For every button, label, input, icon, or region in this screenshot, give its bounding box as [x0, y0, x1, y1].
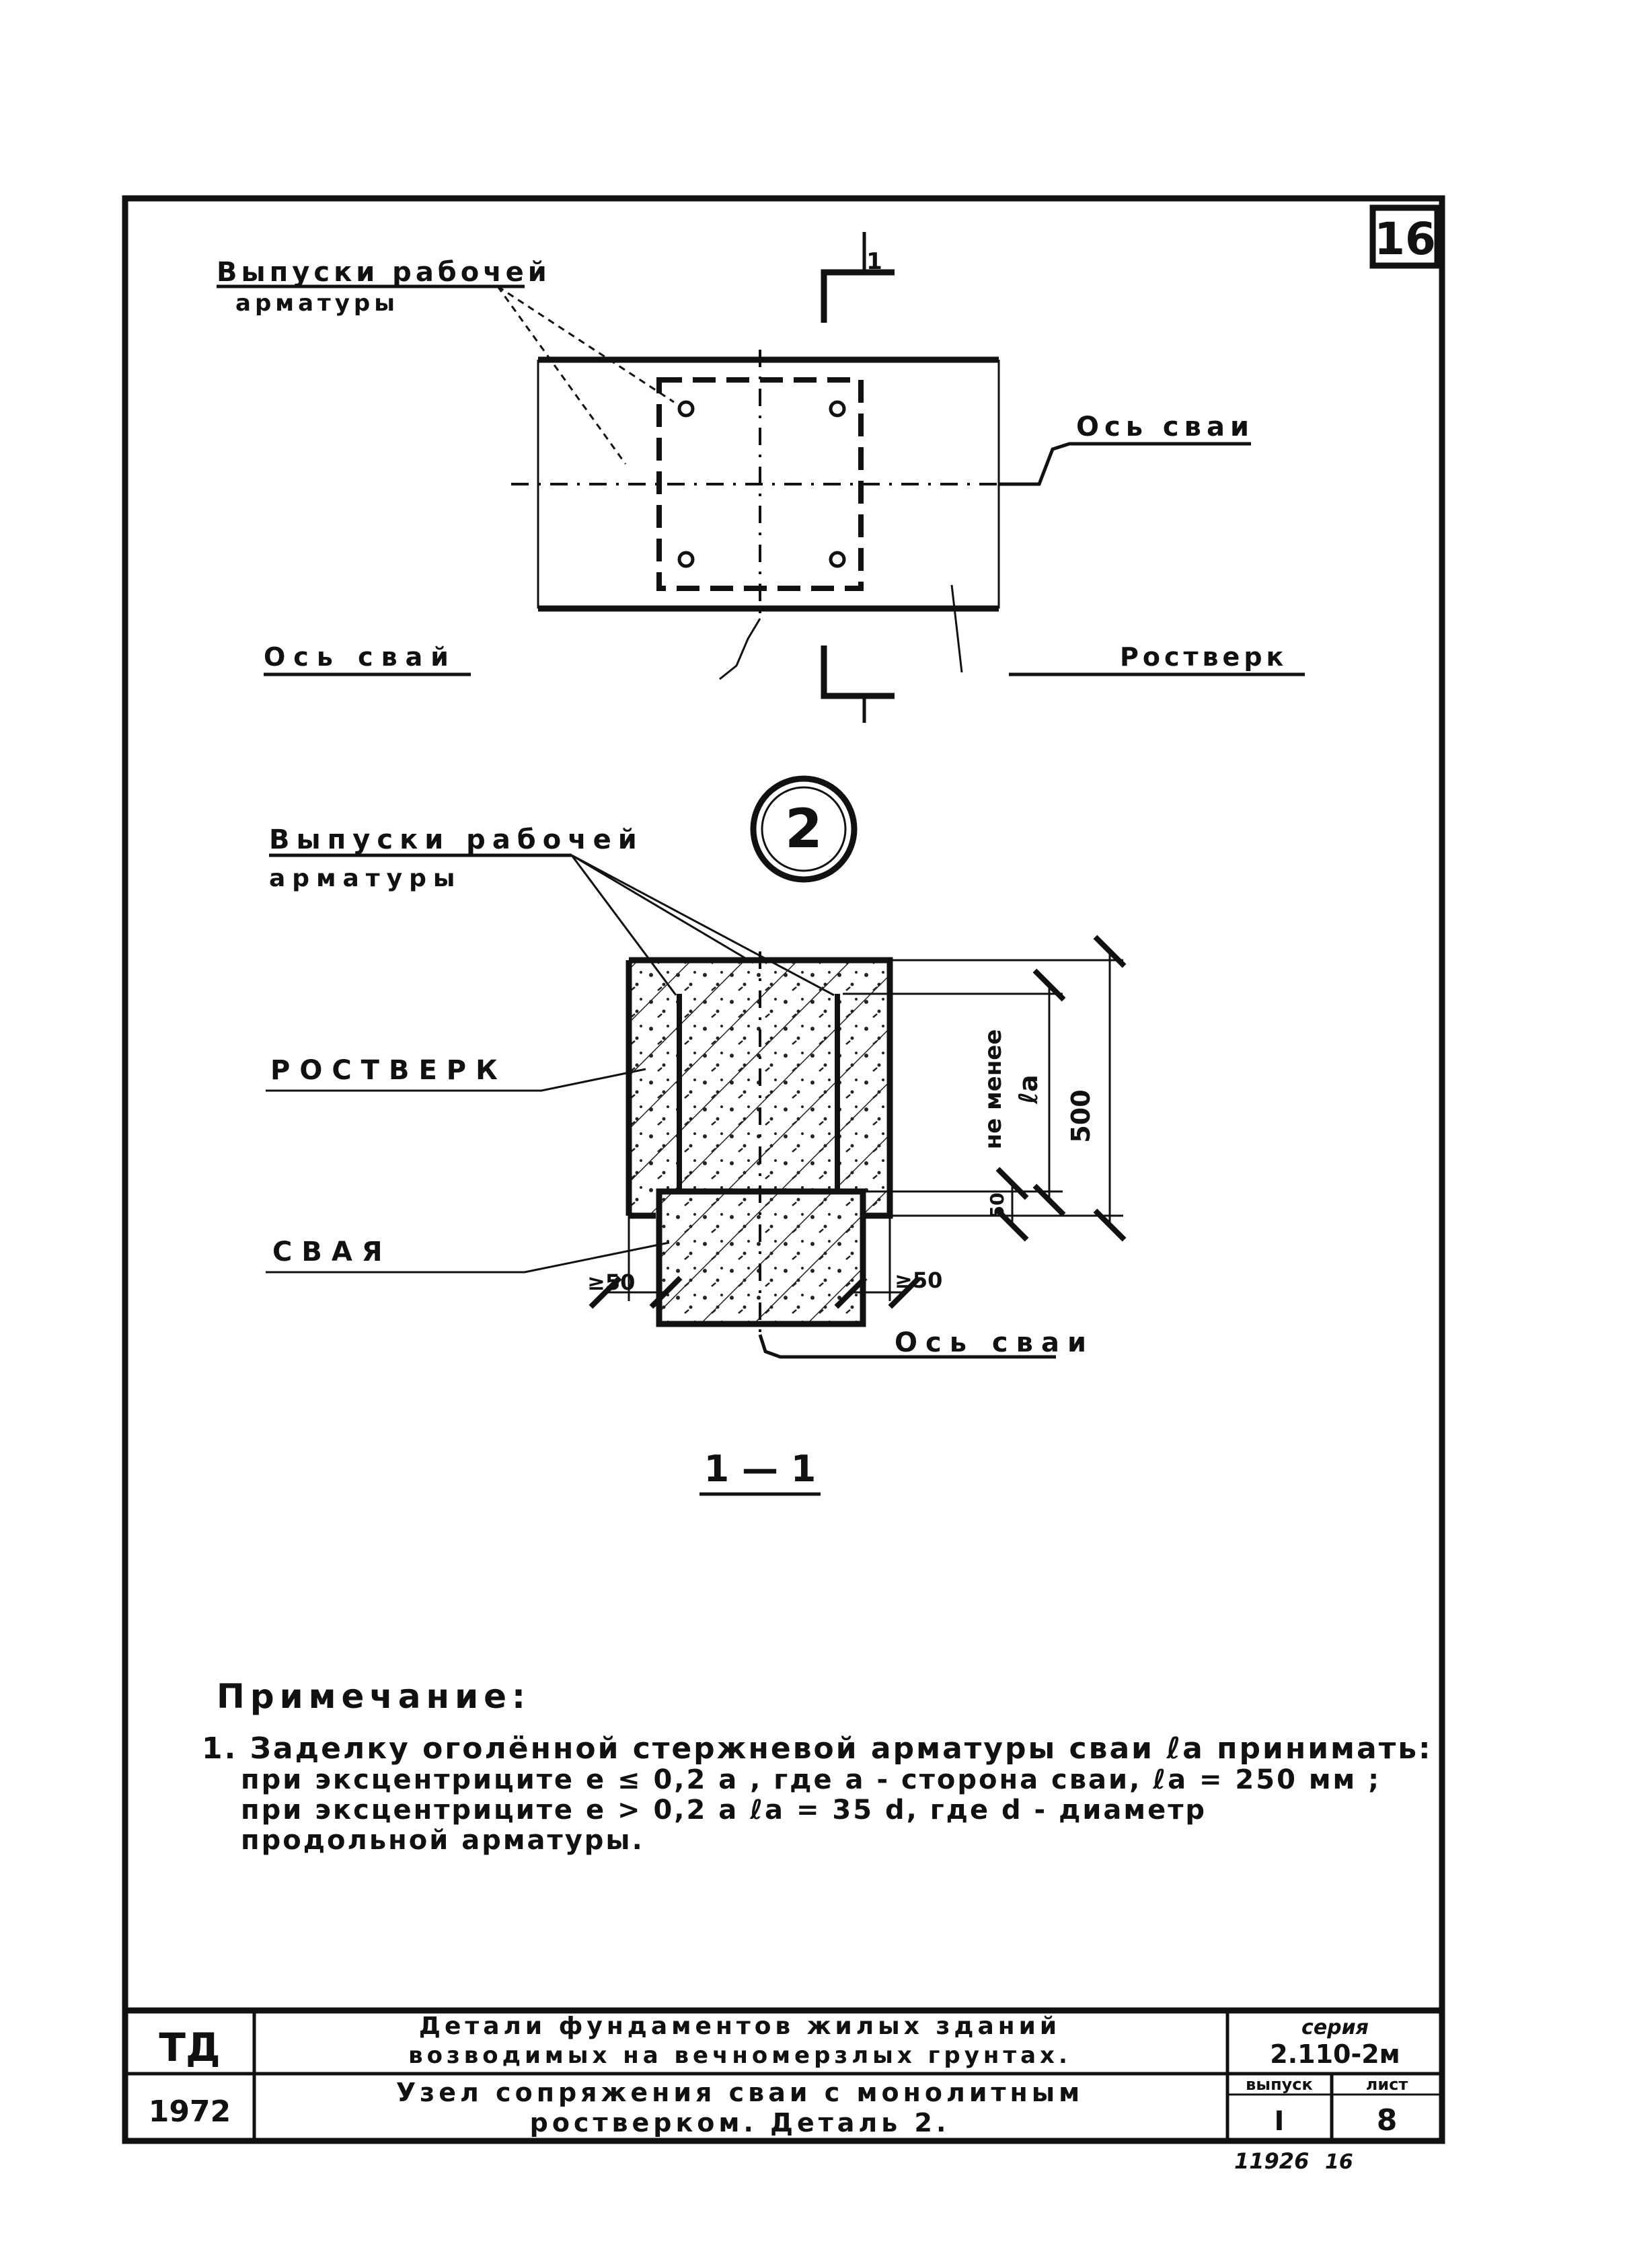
page-number-box: 16: [1369, 204, 1441, 269]
plan-rebar-label-line1: Выпуски рабочей: [217, 257, 551, 288]
section-mark-top: 1: [866, 248, 882, 275]
plan-grillage-label: Ростверк: [1120, 642, 1287, 672]
dim-not-less-line2: ℓa: [1014, 1074, 1043, 1105]
notes-line-3: при эксцентриците e > 0,2 a ℓa = 35 d, г…: [241, 1795, 1207, 1826]
tb-year: 1972: [149, 2095, 231, 2129]
tb-series-value: 2.110-2м: [1270, 2039, 1400, 2069]
section-title: 1 — 1: [704, 1448, 817, 1490]
tb-sheet-label: лист: [1366, 2075, 1408, 2094]
tb-general-title-line2: возводимых на вечномерзлых грунтах.: [408, 2042, 1071, 2069]
detail-rebars: [677, 994, 840, 1194]
plan-view: Выпуски рабочей арматуры 1 Ось сваи: [217, 232, 1305, 723]
detail-grillage-label: РОСТВЕРК: [270, 1055, 507, 1086]
tb-issue-value: I: [1275, 2106, 1285, 2137]
tb-sheet-value: 8: [1377, 2103, 1398, 2138]
detail-rebar-label-line1: Выпуски рабочей: [269, 824, 644, 855]
notes: Примечание: 1. Заделку оголённой стержне…: [202, 1677, 1433, 1856]
page-number: 16: [1374, 213, 1436, 265]
dim-not-less-line1: не менее: [980, 1029, 1007, 1150]
notes-line-2: при эксцентриците e ≤ 0,2 a , где a - ст…: [241, 1764, 1381, 1795]
detail-rebar-label-line2: арматуры: [269, 865, 461, 892]
notes-title: Примечание:: [217, 1677, 531, 1716]
plan-rebar-bars: [677, 400, 846, 568]
plan-pile-axis-right-label: Ось сваи: [1076, 412, 1254, 442]
detail-dimensions: [843, 935, 1127, 1242]
tb-issue-label: выпуск: [1246, 2075, 1313, 2094]
dim-left-offset: ≥50: [587, 1269, 635, 1295]
tb-series-label: серия: [1301, 2016, 1369, 2039]
detail-pile-axis-label: Ось сваи: [895, 1327, 1094, 1358]
tb-sheet-title-line2: ростверком. Деталь 2.: [530, 2108, 950, 2138]
sheet-frame: [122, 195, 1445, 2144]
tb-code: ТД: [159, 2025, 220, 2070]
notes-line-1: 1. Заделку оголённой стержневой арматуры…: [202, 1731, 1433, 1766]
dim-500: 500: [1066, 1089, 1096, 1142]
tb-sheet-title-line1: Узел сопряжения сваи с монолитным: [396, 2078, 1084, 2107]
detail-number: 2: [785, 797, 823, 860]
plan-pile-axis-left-label: Ось свай: [264, 642, 457, 672]
dim-50: 50: [986, 1193, 1008, 1219]
detail-2: 2 Выпуски рабочей арматуры: [266, 775, 1127, 1496]
dim-right-offset: ≥50: [895, 1267, 942, 1293]
plan-rebar-label-line2: арматуры: [235, 290, 399, 317]
archive-stamp-sheet: 16: [1325, 2150, 1353, 2174]
detail-pile-label: СВАЯ: [272, 1237, 392, 1267]
detail-number-badge: 2: [750, 775, 858, 883]
title-block: ТД 1972 Детали фундаментов жилых зданий …: [125, 2007, 1442, 2141]
notes-line-4: продольной арматуры.: [241, 1825, 644, 1856]
archive-stamp: 11926: [1234, 2148, 1309, 2174]
tb-general-title-line1: Детали фундаментов жилых зданий: [419, 2012, 1061, 2040]
